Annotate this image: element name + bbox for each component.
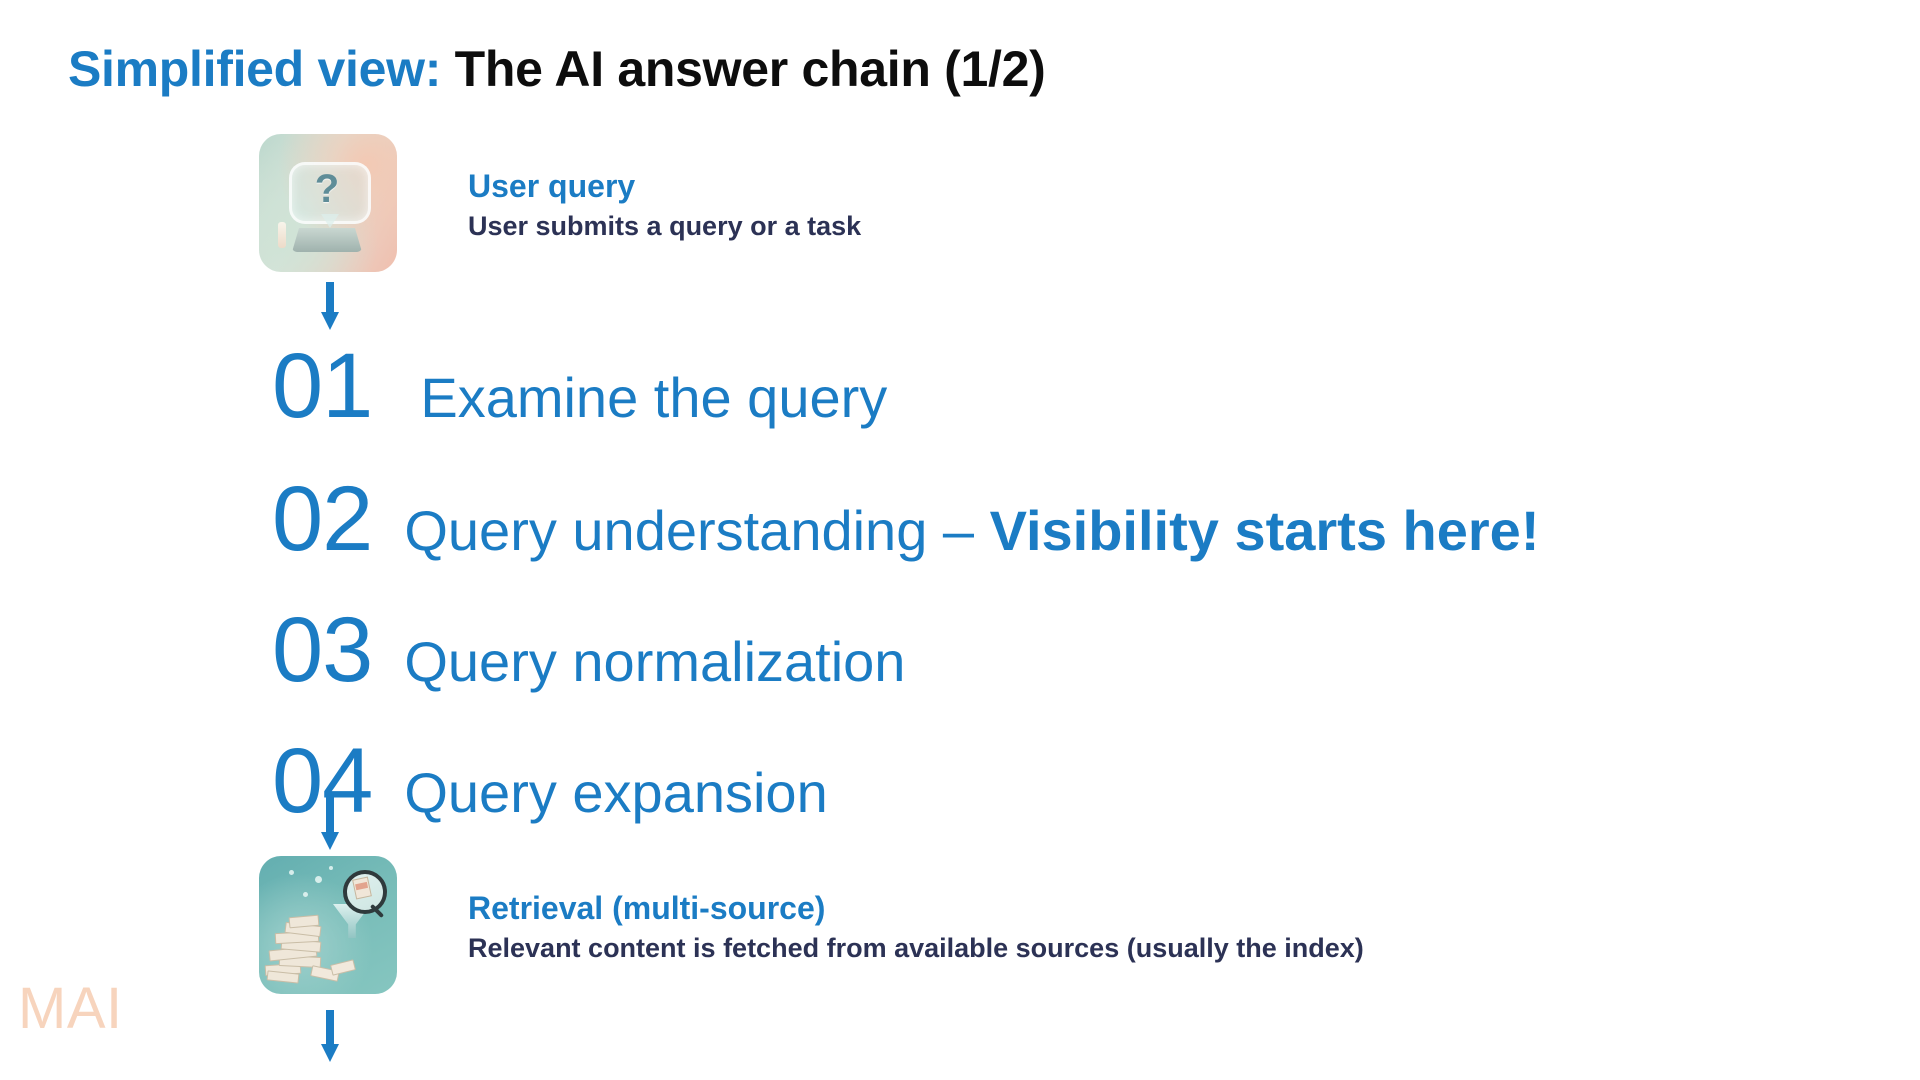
step-row-04: 04 Query expansion — [272, 735, 828, 827]
pedestal-shape — [292, 228, 362, 252]
retrieval-icon — [259, 856, 397, 994]
sparkle-dot — [329, 866, 333, 870]
step-label: Query understanding – — [404, 499, 990, 562]
step-label: Examine the query — [420, 366, 888, 429]
step-number: 01 — [272, 335, 373, 437]
user-query-subtitle: User submits a query or a task — [468, 210, 862, 241]
sparkle-dot — [289, 870, 294, 875]
sparkle-dot — [303, 892, 308, 897]
retrieval-subtitle: Relevant content is fetched from availab… — [468, 932, 1364, 963]
user-query-icon: ? — [259, 134, 397, 272]
sparkle-dot — [315, 876, 322, 883]
step-row-01: 01 Examine the query — [272, 340, 887, 432]
watermark-logo: MAI — [18, 976, 123, 1041]
page-title: Simplified view: The AI answer chain (1/… — [68, 40, 1046, 98]
step-label: Query normalization — [404, 630, 906, 693]
retrieval-title: Retrieval (multi-source) — [468, 890, 826, 926]
arrow-down-to-retrieval — [321, 796, 339, 852]
paper-pile-shape — [264, 906, 356, 984]
user-query-title: User query — [468, 168, 636, 204]
step-row-02: 02 Query understanding – Visibility star… — [272, 473, 1539, 565]
user-query-caption: User query User submits a query or a tas… — [468, 168, 861, 242]
step-number: 02 — [272, 468, 373, 570]
title-main-text: The AI answer chain (1/2) — [454, 41, 1046, 97]
retrieval-caption: Retrieval (multi-source) Relevant conten… — [468, 890, 1364, 964]
arrow-down-to-step-01 — [321, 282, 339, 330]
speech-bubble-shape — [289, 162, 371, 224]
speech-bubble-tail — [321, 214, 339, 228]
arrow-down-continuation — [321, 1010, 339, 1070]
question-mark-glyph: ? — [314, 167, 340, 211]
step-emphasis: Visibility starts here! — [989, 499, 1540, 562]
step-number: 04 — [272, 730, 373, 832]
step-row-03: 03 Query normalization — [272, 604, 905, 696]
pedestal-glow — [278, 222, 286, 248]
title-accent-text: Simplified view: — [68, 41, 442, 97]
step-label: Query expansion — [404, 761, 828, 824]
step-number: 03 — [272, 599, 373, 701]
